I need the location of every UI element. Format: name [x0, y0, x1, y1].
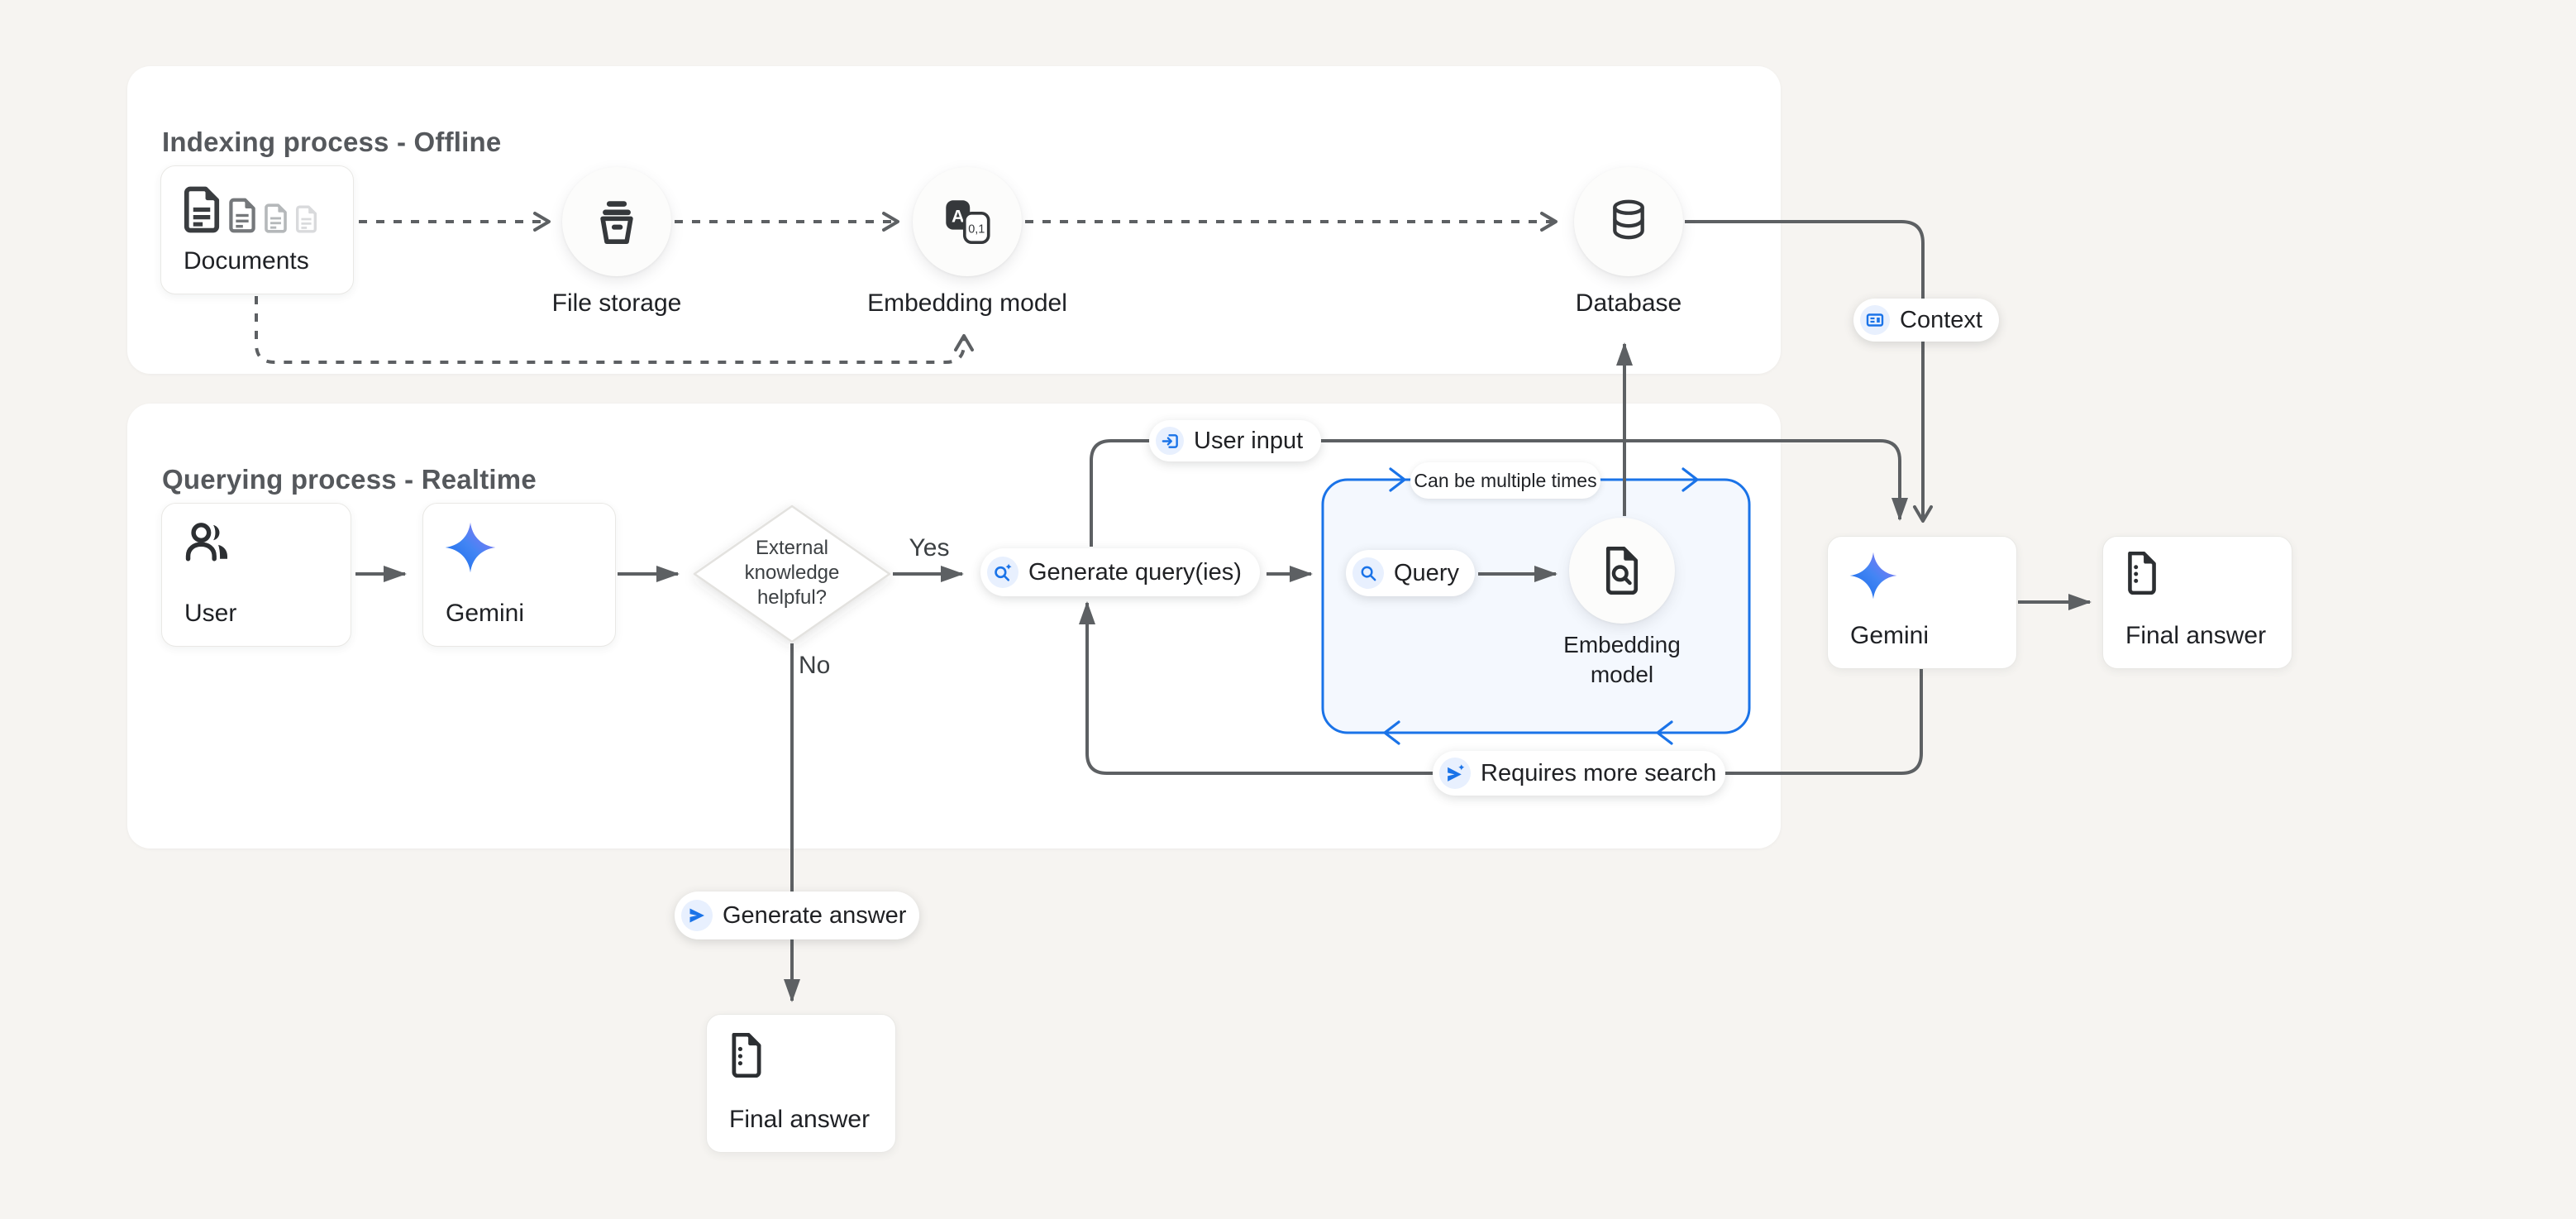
query-embedding-model-node — [1569, 518, 1675, 624]
query-embedding-line2: model — [1590, 662, 1654, 687]
loop-arrow-bottom-left-icon — [1383, 720, 1400, 745]
embedding-icon-digits: 0,1 — [968, 222, 985, 236]
generate-queries-pill: Generate query(ies) — [980, 548, 1260, 596]
context-pill-label: Context — [1900, 306, 1982, 333]
decision-line3: helpful? — [756, 586, 828, 609]
context-icon — [1860, 305, 1890, 335]
query-pill: Query — [1346, 550, 1475, 596]
decision-line2: knowledge — [744, 562, 840, 584]
gemini-final-label: Gemini — [1850, 622, 1930, 649]
input-icon — [1156, 427, 1184, 455]
edge-documents-embedding — [255, 296, 974, 364]
loop-arrow-top-left-icon — [1389, 467, 1406, 492]
generate-answer-label: Generate answer — [723, 901, 907, 929]
no-edge-label: No — [799, 652, 831, 679]
requires-more-search-label: Requires more search — [1481, 759, 1717, 786]
query-embedding-model-label: Embedding model — [1523, 630, 1721, 690]
query-loop-box — [1321, 467, 1751, 745]
loop-arrow-top-right-icon — [1682, 467, 1699, 492]
can-be-multiple-times-label: Can be multiple times — [1414, 469, 1597, 491]
decision-diamond — [693, 504, 891, 643]
user-label: User — [184, 600, 237, 627]
database-icon — [1613, 199, 1644, 240]
file-storage-label: File storage — [551, 289, 682, 317]
query-pill-label: Query — [1394, 559, 1459, 586]
database-node — [1574, 167, 1683, 276]
final-answer-doc-icon — [2125, 551, 2159, 599]
gemini-star-icon — [445, 522, 496, 577]
query-embedding-line1: Embedding — [1563, 632, 1681, 657]
final-answer-doc-icon — [728, 1032, 765, 1082]
file-search-icon — [1605, 547, 1639, 595]
context-pill: Context — [1853, 299, 1999, 342]
querying-panel-title: Querying process - Realtime — [162, 464, 537, 495]
documents-node: Documents — [160, 165, 354, 294]
final-answer-bottom-node: Final answer — [706, 1014, 896, 1153]
user-input-label: User input — [1194, 427, 1304, 454]
file-storage-node — [562, 167, 671, 276]
translate-icon: A 0,1 — [946, 200, 990, 244]
user-input-pill: User input — [1149, 420, 1321, 461]
send-spark-icon — [1439, 758, 1471, 789]
loop-arrow-bottom-right-icon — [1656, 720, 1673, 745]
documents-label: Documents — [184, 247, 309, 275]
generate-queries-label: Generate query(ies) — [1028, 558, 1242, 586]
edge-userinput-gemini — [1090, 439, 1908, 547]
database-label: Database — [1575, 289, 1682, 317]
send-icon — [681, 900, 713, 931]
requires-more-search-pill: Requires more search — [1433, 751, 1725, 796]
embedding-icon-letter: A — [952, 207, 964, 227]
gemini-label: Gemini — [446, 600, 525, 627]
final-answer-node: Final answer — [2102, 536, 2292, 669]
search-icon — [1352, 557, 1384, 589]
edge-database-context-gemini — [1685, 220, 1933, 523]
final-answer-label: Final answer — [2125, 622, 2267, 649]
generate-answer-pill: Generate answer — [675, 892, 919, 939]
user-icon — [184, 522, 231, 566]
final-answer-bottom-label: Final answer — [729, 1106, 871, 1133]
yes-edge-label: Yes — [909, 534, 950, 562]
decision-diamond-text: External knowledge helpful? — [716, 536, 868, 610]
embedding-model-node: A 0,1 — [913, 167, 1022, 276]
embedding-model-label: Embedding model — [867, 289, 1067, 317]
user-node: User — [161, 503, 351, 647]
decision-line1: External — [755, 537, 829, 559]
gemini-node: Gemini — [422, 503, 616, 647]
indexing-panel-title: Indexing process - Offline — [162, 127, 502, 158]
gemini-star-icon — [1849, 552, 1897, 604]
can-be-multiple-times-pill: Can be multiple times — [1410, 462, 1600, 499]
search-spark-icon — [987, 557, 1018, 588]
gemini-final-node: Gemini — [1827, 536, 2017, 669]
file-storage-icon — [600, 201, 633, 244]
documents-icon — [183, 186, 317, 233]
